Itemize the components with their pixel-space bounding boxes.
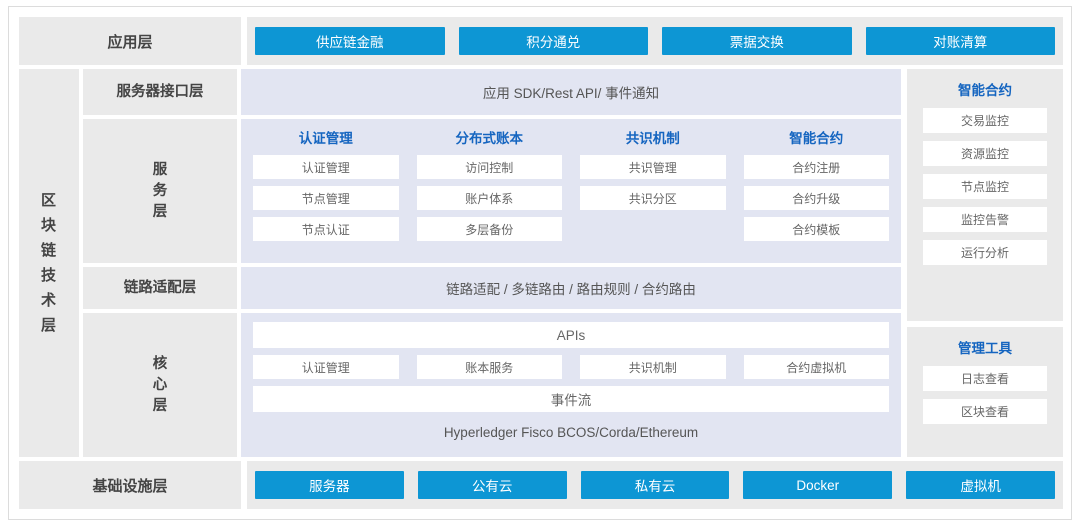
infrastructure-layer-row: 基础设施层 服务器 公有云 私有云 Docker 虚拟机	[19, 461, 1063, 509]
service-chip-ledger-1[interactable]: 账户体系	[416, 186, 562, 210]
application-layer-items: 供应链金融 积分通兑 票据交换 对账清算	[247, 17, 1063, 65]
core-apis-bar[interactable]: APIs	[253, 322, 889, 348]
service-chip-ledger-2[interactable]: 多层备份	[416, 217, 562, 241]
sidebar-item-runtime-analysis[interactable]: 运行分析	[923, 240, 1047, 265]
core-event-stream-bar[interactable]: 事件流	[253, 386, 889, 412]
sidebar-item-transaction-monitor[interactable]: 交易监控	[923, 108, 1047, 133]
layer-name-server-interface: 服务器接口层	[83, 69, 237, 115]
spine-char-0: 区	[40, 192, 57, 209]
spine-char-5: 层	[40, 317, 57, 334]
spine-char-1: 块	[40, 217, 57, 234]
infra-button-server[interactable]: 服务器	[255, 471, 404, 499]
service-chip-auth-2[interactable]: 节点认证	[253, 217, 399, 241]
sidebar-title-management-tools: 管理工具	[958, 341, 1012, 356]
service-chip-ledger-0[interactable]: 访问控制	[416, 155, 562, 179]
infra-button-public-cloud[interactable]: 公有云	[417, 471, 567, 499]
service-layer-grid: 认证管理 认证管理 节点管理 节点认证 分布式账本 访问控制 账户体系 多层备份…	[253, 127, 889, 263]
service-name-char-2: 层	[152, 203, 168, 220]
service-chip-auth-0[interactable]: 认证管理	[253, 155, 399, 179]
core-name-char-2: 层	[152, 397, 168, 414]
app-button-reconciliation-settlement[interactable]: 对账清算	[865, 27, 1055, 55]
service-layer-panel: 认证管理 认证管理 节点管理 节点认证 分布式账本 访问控制 账户体系 多层备份…	[241, 119, 901, 263]
service-column-smart-contract: 智能合约 合约注册 合约升级 合约模板	[743, 127, 889, 263]
diagram-frame: 应用层 供应链金融 积分通兑 票据交换 对账清算 区 块 链 技 术 层 服务器…	[8, 6, 1072, 520]
server-interface-content: 应用 SDK/Rest API/ 事件通知	[241, 69, 901, 115]
service-chip-consensus-0[interactable]: 共识管理	[580, 155, 726, 179]
infra-button-private-cloud[interactable]: 私有云	[580, 471, 730, 499]
sidebar-item-node-monitor[interactable]: 节点监控	[923, 174, 1047, 199]
service-name-char-0: 服	[152, 161, 168, 178]
sidebar-title-smart-contract: 智能合约	[958, 83, 1012, 98]
sidebar-panel-smart-contract: 智能合约 交易监控 资源监控 节点监控 监控告警 运行分析	[907, 69, 1063, 321]
service-column-auth: 认证管理 认证管理 节点管理 节点认证	[253, 127, 399, 263]
service-column-header-auth: 认证管理	[298, 131, 353, 146]
sidebar-item-block-viewer[interactable]: 区块查看	[923, 399, 1047, 424]
core-module-contract-vm[interactable]: 合约虚拟机	[743, 355, 889, 379]
service-column-header-consensus: 共识机制	[625, 131, 680, 146]
core-name-char-0: 核	[152, 355, 168, 372]
app-button-points-exchange[interactable]: 积分通兑	[458, 27, 648, 55]
app-button-bill-exchange[interactable]: 票据交换	[662, 27, 852, 55]
infra-button-virtual-machine[interactable]: 虚拟机	[906, 471, 1055, 499]
core-module-ledger-service[interactable]: 账本服务	[416, 355, 562, 379]
sidebar-item-log-viewer[interactable]: 日志查看	[923, 366, 1047, 391]
service-name-char-1: 务	[152, 182, 168, 199]
layer-content-column: 应用 SDK/Rest API/ 事件通知 认证管理 认证管理 节点管理 节点认…	[241, 69, 901, 457]
spine-char-3: 技	[40, 267, 57, 284]
spine-char-2: 链	[40, 242, 57, 259]
application-layer-label: 应用层	[19, 17, 241, 65]
core-layer-panel: APIs 认证管理 账本服务 共识机制 合约虚拟机 事件流 Hyperledge…	[241, 313, 901, 457]
sidebar-item-resource-monitor[interactable]: 资源监控	[923, 141, 1047, 166]
core-name-char-1: 心	[152, 376, 168, 393]
service-column-header-smart-contract: 智能合约	[789, 131, 844, 146]
right-sidebar: 智能合约 交易监控 资源监控 节点监控 监控告警 运行分析 管理工具 日志查看 …	[907, 69, 1063, 457]
layer-name-core: 核 心 层	[83, 313, 237, 457]
layer-name-service: 服 务 层	[83, 119, 237, 263]
core-module-auth[interactable]: 认证管理	[253, 355, 399, 379]
service-chip-consensus-1[interactable]: 共识分区	[580, 186, 726, 210]
infrastructure-layer-label: 基础设施层	[19, 461, 241, 509]
infrastructure-layer-items: 服务器 公有云 私有云 Docker 虚拟机	[247, 461, 1063, 509]
service-column-distributed-ledger: 分布式账本 访问控制 账户体系 多层备份	[416, 127, 562, 263]
app-button-supply-chain-finance[interactable]: 供应链金融	[255, 27, 445, 55]
service-chip-contract-0[interactable]: 合约注册	[743, 155, 889, 179]
service-column-consensus: 共识机制 共识管理 共识分区	[580, 127, 726, 263]
layer-name-link-adaptation: 链路适配层	[83, 267, 237, 309]
blockchain-tech-layer-spine: 区 块 链 技 术 层	[19, 69, 79, 457]
service-chip-auth-1[interactable]: 节点管理	[253, 186, 399, 210]
layer-name-column: 服务器接口层 服 务 层 链路适配层 核 心 层	[83, 69, 237, 457]
sidebar-item-monitor-alarm[interactable]: 监控告警	[923, 207, 1047, 232]
service-column-header-distributed-ledger: 分布式账本	[455, 131, 524, 146]
sidebar-panel-management-tools: 管理工具 日志查看 区块查看	[907, 327, 1063, 457]
blockchain-technology-band: 区 块 链 技 术 层 服务器接口层 服 务 层 链路适配层 核 心 层 应用	[19, 69, 1063, 457]
infra-button-docker[interactable]: Docker	[743, 471, 893, 499]
service-chip-contract-1[interactable]: 合约升级	[743, 186, 889, 210]
service-chip-contract-2[interactable]: 合约模板	[743, 217, 889, 241]
application-layer-row: 应用层 供应链金融 积分通兑 票据交换 对账清算	[19, 17, 1063, 65]
link-adaptation-content: 链路适配 / 多链路由 / 路由规则 / 合约路由	[241, 267, 901, 309]
core-module-consensus[interactable]: 共识机制	[580, 355, 726, 379]
spine-char-4: 术	[40, 292, 57, 309]
core-platform-footer: Hyperledger Fisco BCOS/Corda/Ethereum	[443, 424, 699, 440]
core-modules-row: 认证管理 账本服务 共识机制 合约虚拟机	[253, 355, 889, 379]
